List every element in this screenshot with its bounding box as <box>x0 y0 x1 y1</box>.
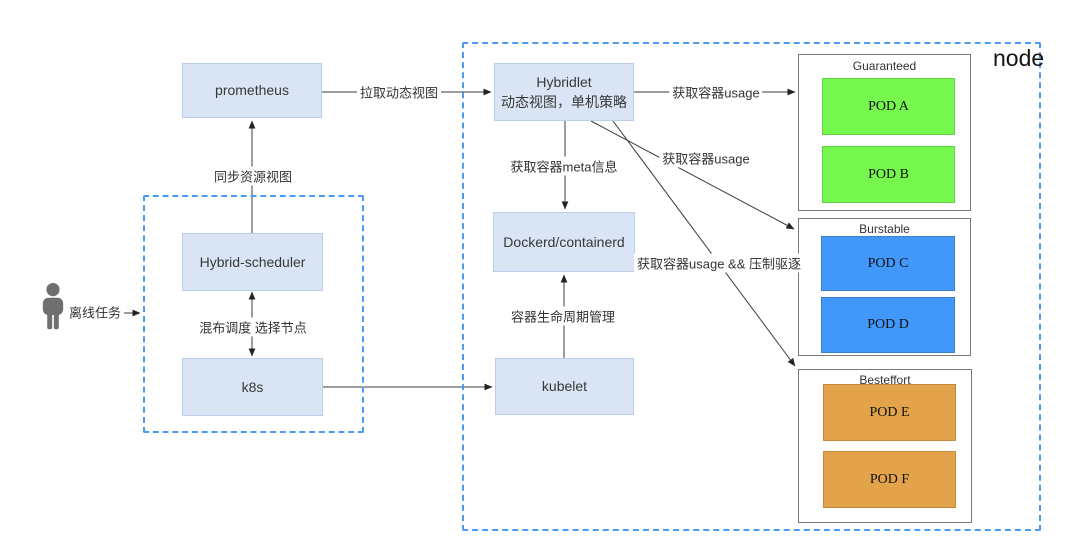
edge-label-get-usage-and-evict: 获取容器usage && 压制驱逐 <box>634 253 804 273</box>
edge-label-pull-dynamic-view: 拉取动态视图 <box>356 82 442 102</box>
edge-label-container-lifecycle: 容器生命周期管理 <box>507 306 619 326</box>
scheduler-dashed-group <box>143 195 364 433</box>
qos-group-guaranteed: Guaranteed POD A POD B <box>798 54 971 211</box>
hybrid-scheduler-label: Hybrid-scheduler <box>199 253 306 270</box>
pod-f: POD F <box>823 451 956 508</box>
pod-d: POD D <box>821 297 955 353</box>
k8s-box: k8s <box>182 358 323 416</box>
hybrid-scheduler-box: Hybrid-scheduler <box>182 233 323 291</box>
node-dashed-group <box>462 42 1041 531</box>
pod-c: POD C <box>821 236 955 291</box>
edge-label-get-container-meta: 获取容器meta信息 <box>507 156 621 176</box>
qos-group-title: Guaranteed <box>852 59 917 73</box>
edge-label-get-usage-guaranteed: 获取容器usage <box>669 82 763 102</box>
edge-hybridlet-to-burstable <box>590 120 795 230</box>
prometheus-label: prometheus <box>215 82 289 99</box>
dockerd-box: Dockerd/containerd <box>493 212 635 272</box>
node-label: node <box>993 45 1045 71</box>
qos-group-title: Besteffort <box>859 373 911 387</box>
pod-b: POD B <box>822 146 955 203</box>
prometheus-box: prometheus <box>182 63 322 118</box>
hybridlet-box: Hybridlet 动态视图，单机策略 <box>494 63 634 121</box>
qos-group-besteffort: Besteffort POD E POD F <box>798 369 972 523</box>
k8s-label: k8s <box>241 378 264 395</box>
kubelet-box: kubelet <box>495 358 634 415</box>
hybridlet-subtitle: 动态视图，单机策略 <box>501 94 627 110</box>
dockerd-label: Dockerd/containerd <box>503 233 625 250</box>
edge-label-mixed-scheduling: 混布调度 选择节点 <box>196 317 310 337</box>
qos-group-burstable: Burstable POD C POD D <box>798 218 971 356</box>
kubelet-label: kubelet <box>541 378 588 395</box>
pod-a: POD A <box>822 78 955 135</box>
edge-hybridlet-to-besteffort <box>612 120 796 367</box>
hybridlet-title: Hybridlet <box>536 73 592 90</box>
edge-label-sync-resource-view: 同步资源视图 <box>210 166 296 186</box>
pod-e: POD E <box>823 384 956 441</box>
user-icon <box>42 283 64 330</box>
edge-label-offline-task: 离线任务 <box>65 302 125 322</box>
qos-group-title: Burstable <box>859 222 910 236</box>
edge-label-get-usage-burstable: 获取容器usage <box>659 148 753 168</box>
